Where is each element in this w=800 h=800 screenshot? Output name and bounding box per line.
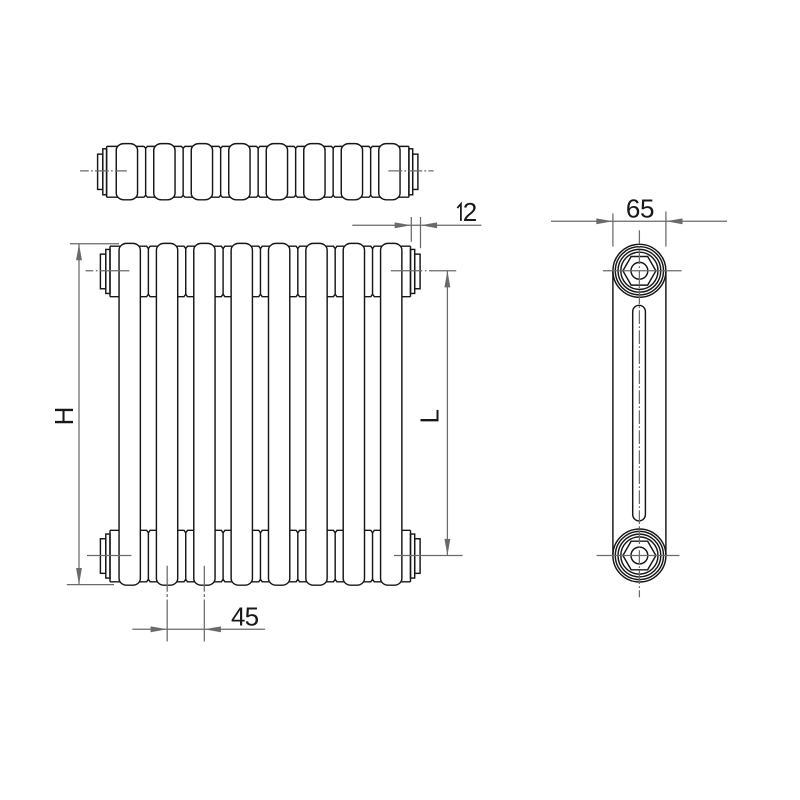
svg-text:6: 6 (626, 193, 640, 223)
svg-text:2: 2 (463, 197, 477, 227)
svg-text:5: 5 (245, 601, 259, 631)
svg-text:L: L (415, 409, 445, 423)
svg-text:H: H (49, 407, 79, 426)
svg-text:4: 4 (231, 601, 245, 631)
svg-text:5: 5 (640, 193, 654, 223)
